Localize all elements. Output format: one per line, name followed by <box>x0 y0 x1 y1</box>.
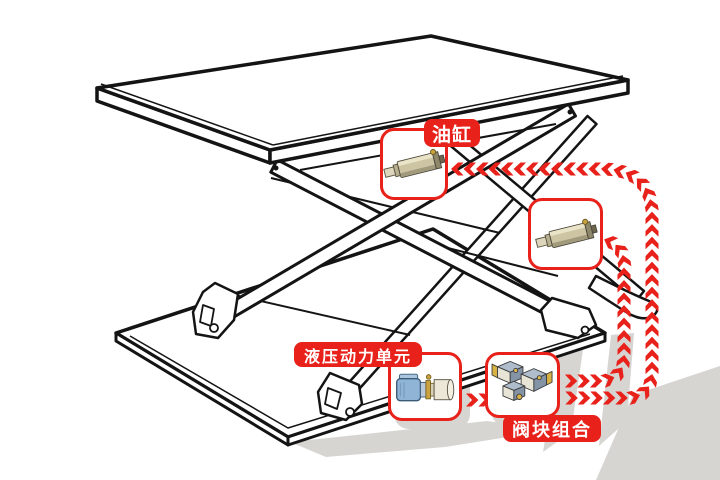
callout-cylinder-1 <box>380 128 448 200</box>
chevron-arrow-segment <box>577 391 591 405</box>
chevron-arrow-segment <box>626 390 641 405</box>
chevron-arrow-segment <box>463 162 476 176</box>
pivot-nub <box>567 109 573 115</box>
hydraulic-power-unit-icon <box>396 373 455 402</box>
chevron-arrow-segment <box>645 211 659 225</box>
chevron-arrow-segment <box>466 393 479 407</box>
chevron-arrow-segment <box>513 162 526 176</box>
chevron-arrow-segment <box>616 354 630 369</box>
chevron-arrow-segment <box>501 162 514 176</box>
chevron-arrow-segment <box>642 187 657 202</box>
chevron-arrow-segment <box>613 164 628 179</box>
chevron-arrow-segment <box>645 361 659 375</box>
chevron-arrow-segment <box>600 373 615 388</box>
chevron-arrow-segment <box>590 391 603 405</box>
callout-cylinder-2 <box>528 198 603 270</box>
chevron-arrow-segment <box>478 393 491 407</box>
chevron-arrow-segment <box>617 329 631 343</box>
chevron-arrow-segment <box>635 386 650 401</box>
chevron-arrow-segment <box>645 249 659 262</box>
chevron-arrow-segment <box>614 244 629 259</box>
chevron-arrow-segment <box>643 374 658 388</box>
chevron-arrow-segment <box>617 292 631 305</box>
chevron-arrow-segment <box>617 267 631 280</box>
label-cylinder-text: 油缸 <box>432 124 473 146</box>
chevron-arrow-segment <box>645 236 659 250</box>
chevron-arrow-segment <box>577 374 590 388</box>
callout-valve-block <box>485 352 560 418</box>
chevron-arrow-segment <box>551 162 564 176</box>
hydraulic-cylinder-icon <box>383 148 445 178</box>
chevron-arrow-segment <box>604 236 619 251</box>
chevron-arrow-segment <box>645 324 659 337</box>
chevron-arrow-segment <box>645 336 659 350</box>
chevron-arrow-segment <box>636 178 651 192</box>
hydraulic-cylinder-icon <box>534 218 598 248</box>
chevron-arrow-segment <box>576 162 589 176</box>
chevron-arrow-segment <box>476 162 489 176</box>
chevron-arrow-segment <box>645 299 659 312</box>
label-valve-block: 阀块组合 <box>503 415 601 442</box>
chevron-arrow-segment <box>588 162 601 176</box>
label-cylinder: 油缸 <box>424 119 481 147</box>
chevron-arrow-segment <box>645 311 659 325</box>
chevron-arrow-segment <box>564 374 578 388</box>
chevron-arrow-segment <box>645 349 659 362</box>
pivot-nub <box>273 165 279 171</box>
chevron-arrow-segment <box>644 199 659 213</box>
label-power-unit-text: 液压动力单元 <box>304 348 413 366</box>
chevron-arrow-segment <box>617 255 632 269</box>
chevron-arrow-segment <box>617 279 631 293</box>
label-power-unit: 液压动力单元 <box>294 342 423 367</box>
chevron-arrow-segment <box>615 391 628 405</box>
chevron-arrow-segment <box>625 169 640 184</box>
chevron-arrow-segment <box>645 224 659 237</box>
chevron-arrow-segment <box>617 342 631 355</box>
chevron-arrow-segment <box>617 304 631 318</box>
chevron-arrow-segment <box>563 162 576 176</box>
chevron-arrow-segment <box>645 261 659 275</box>
roller-brackets <box>191 281 598 422</box>
label-valve-block-text: 阀块组合 <box>512 419 592 440</box>
chevron-arrow-segment <box>602 391 616 405</box>
chevron-arrow-segment <box>601 162 614 177</box>
chevron-arrow-segment <box>538 162 551 176</box>
chevron-arrow-segment <box>645 286 659 300</box>
chevron-arrow-segment <box>617 317 631 330</box>
chevron-arrow-segment <box>526 162 539 176</box>
chevron-arrow-segment <box>589 374 603 388</box>
valve-block-assembly-icon <box>491 360 553 401</box>
chevron-arrow-segment <box>451 162 464 176</box>
chevron-arrow-segment <box>488 162 501 176</box>
chevron-arrow-segment <box>565 391 578 405</box>
chevron-arrow-segment <box>609 367 624 382</box>
chevron-arrow-segment <box>645 274 659 287</box>
